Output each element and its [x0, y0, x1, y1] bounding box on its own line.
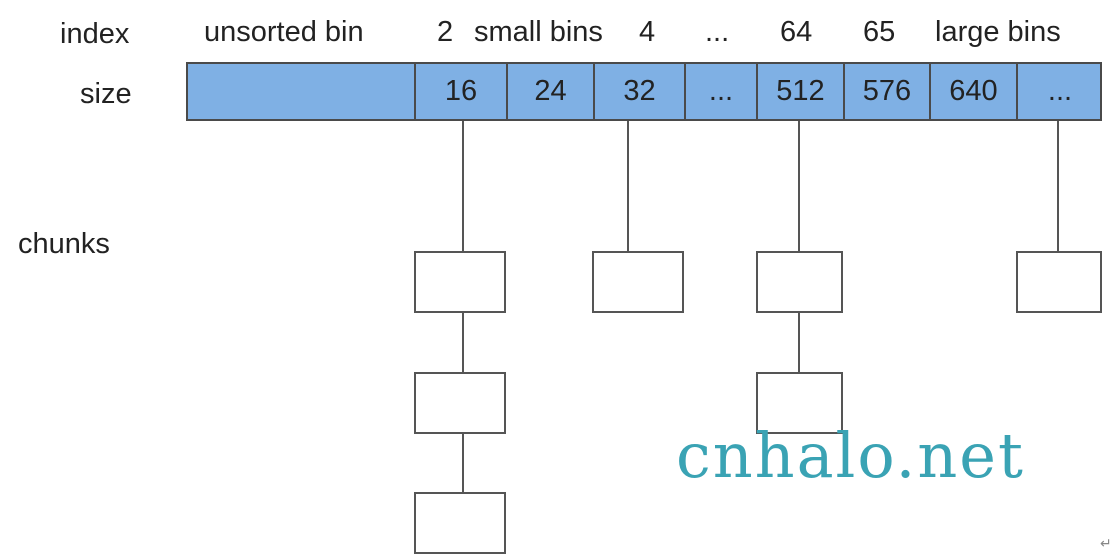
return-arrow-icon: ↵: [1100, 535, 1112, 551]
chunk-box-large-1: [1016, 251, 1102, 313]
link-line-large: [1057, 121, 1059, 251]
link-line-16-2: [462, 313, 464, 372]
header-ellipsis: ...: [705, 16, 730, 48]
link-line-16: [462, 121, 464, 251]
index-2-header: 2: [437, 16, 454, 48]
watermark-text: cnhalo.net: [676, 419, 1025, 492]
size-cell-640: 640: [929, 62, 1016, 121]
bins-array-bar: [186, 62, 1102, 121]
chunk-box-16-1: [414, 251, 506, 313]
size-cell-ellipsis: ...: [684, 62, 756, 121]
index-row-label: index: [60, 18, 130, 50]
chunk-box-32-1: [592, 251, 684, 313]
link-line-512-2: [798, 313, 800, 372]
link-line-16-3: [462, 434, 464, 492]
size-cell-512: 512: [756, 62, 843, 121]
size-cell-16: 16: [414, 62, 506, 121]
index-64-header: 64: [780, 16, 813, 48]
size-cell-24: 24: [506, 62, 593, 121]
chunk-box-16-3: [414, 492, 506, 554]
size-cell-large-ellipsis: ...: [1016, 62, 1102, 121]
chunks-row-label: chunks: [18, 228, 110, 260]
index-4-header: 4: [639, 16, 656, 48]
index-65-header: 65: [863, 16, 896, 48]
unsorted-bin-header: unsorted bin: [204, 16, 364, 48]
size-cell-32: 32: [593, 62, 684, 121]
link-line-512: [798, 121, 800, 251]
size-cell-unsorted: [186, 62, 414, 121]
link-line-32: [627, 121, 629, 251]
chunk-box-16-2: [414, 372, 506, 434]
size-cell-576: 576: [843, 62, 929, 121]
chunk-box-512-1: [756, 251, 843, 313]
large-bins-header: large bins: [935, 16, 1061, 48]
small-bins-header: small bins: [474, 16, 603, 48]
size-row-label: size: [80, 78, 132, 110]
chunk-box-512-2: [756, 372, 843, 434]
